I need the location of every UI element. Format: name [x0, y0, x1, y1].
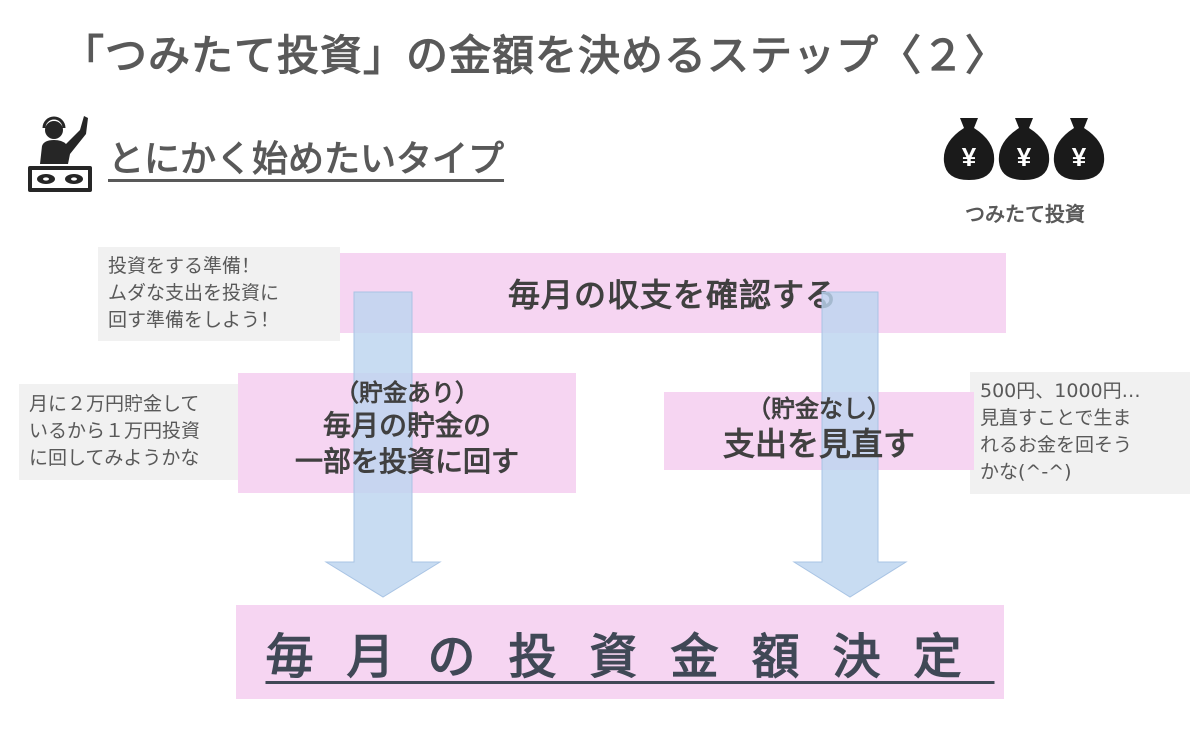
- with-savings-line1: 毎月の貯金の: [322, 409, 491, 442]
- step-decide-amount: 毎月の投資金額決定: [265, 629, 995, 685]
- money-bag-icon: ¥: [998, 118, 1050, 180]
- with-savings-tag: （貯金あり）: [335, 379, 479, 407]
- money-bag-icon: ¥: [1053, 118, 1105, 180]
- yen-glyph: ¥: [1017, 142, 1032, 172]
- note-review-example: 500円、1000円… 見直すことで生ま れるお金を回そう かな(^-^): [970, 372, 1190, 494]
- money-bag-icon: ¥: [943, 118, 995, 180]
- note-savings-example: 月に２万円貯金して いるから１万円投資 に回してみようかな: [19, 384, 238, 480]
- without-savings-line1: 支出を見直す: [722, 425, 915, 463]
- yen-glyph: ¥: [1072, 142, 1087, 172]
- without-savings-tag: （貯金なし）: [747, 395, 891, 423]
- yen-glyph: ¥: [962, 142, 977, 172]
- step-decide-amount-bg: [236, 605, 1004, 699]
- with-savings-text: （貯金あり） 毎月の貯金の 一部を投資に回す: [238, 378, 576, 480]
- with-savings-line2: 一部を投資に回す: [294, 445, 519, 478]
- money-bags-icon: ¥ ¥ ¥: [943, 118, 1105, 180]
- dj-icon: [28, 116, 92, 192]
- note-prepare: 投資をする準備！ ムダな支出を投資に 回す準備をしよう！: [98, 247, 340, 341]
- section-heading: とにかく始めたいタイプ: [108, 139, 505, 180]
- bags-label: つみたて投資: [965, 202, 1085, 226]
- step-check-income: 毎月の収支を確認する: [340, 253, 1006, 333]
- without-savings-text: （貯金なし） 支出を見直す: [664, 394, 974, 464]
- page-title: 「つみたて投資」の金額を決めるステップ〈２〉: [62, 31, 1009, 80]
